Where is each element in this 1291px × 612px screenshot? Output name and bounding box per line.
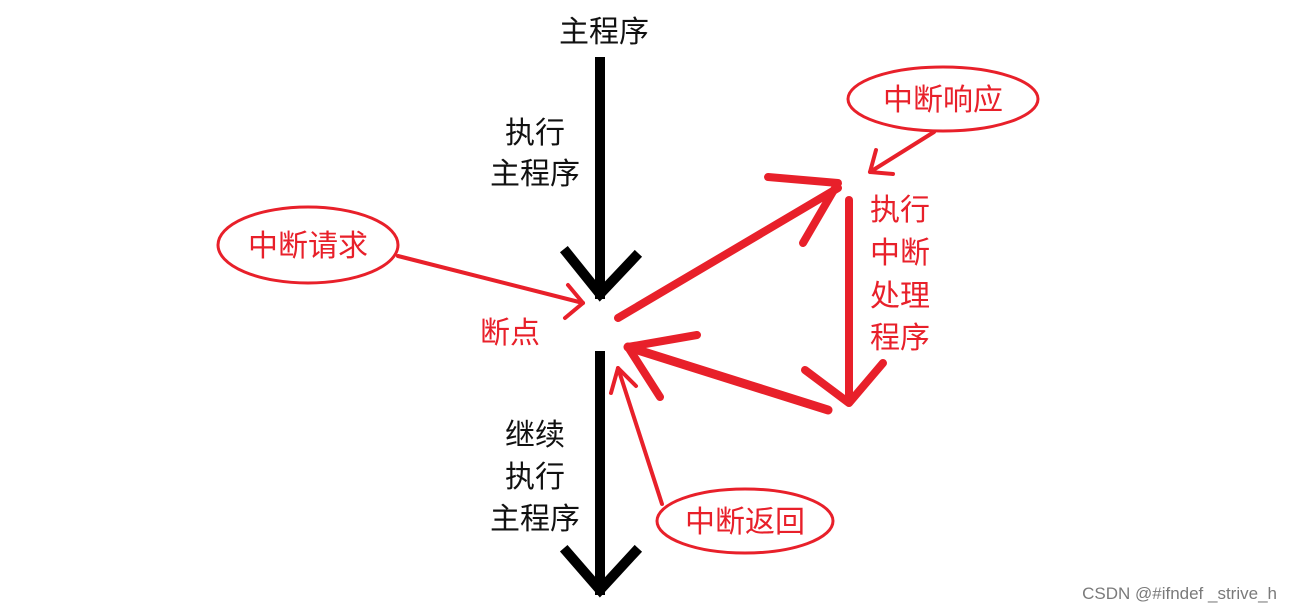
continue-label-line3: 主程序 — [490, 502, 580, 537]
exec-main-label-line2: 主程序 — [490, 157, 580, 192]
continue-label-line1: 继续 — [505, 418, 565, 453]
jump-to-isr-arrow — [614, 173, 842, 322]
isr-label-line3: 处理 — [870, 279, 930, 314]
isr-label-line4: 程序 — [870, 321, 930, 356]
interrupt-response-callout: 中断响应 — [846, 65, 1040, 176]
isr-label-line1: 执行 — [870, 193, 930, 228]
main-program-title: 主程序 — [559, 15, 649, 50]
continue-label-line2: 执行 — [505, 460, 565, 495]
interrupt-response-label: 中断响应 — [883, 83, 1003, 118]
csdn-watermark: CSDN @#ifndef _strive_h — [1082, 584, 1277, 603]
breakpoint-label: 断点 — [480, 316, 540, 351]
main-flow-lower-arrow — [559, 351, 643, 598]
isr-flow-arrow — [801, 196, 887, 407]
interrupt-request-label: 中断请求 — [248, 229, 368, 264]
return-to-main-arrow — [623, 331, 833, 415]
interrupt-return-label: 中断返回 — [685, 505, 805, 540]
main-flow-upper-arrow — [559, 57, 643, 302]
isr-label-line2: 中断 — [870, 236, 930, 271]
exec-main-label-line1: 执行 — [505, 116, 565, 151]
interrupt-return-callout: 中断返回 — [609, 366, 835, 555]
interrupt-request-callout: 中断请求 — [216, 205, 585, 320]
